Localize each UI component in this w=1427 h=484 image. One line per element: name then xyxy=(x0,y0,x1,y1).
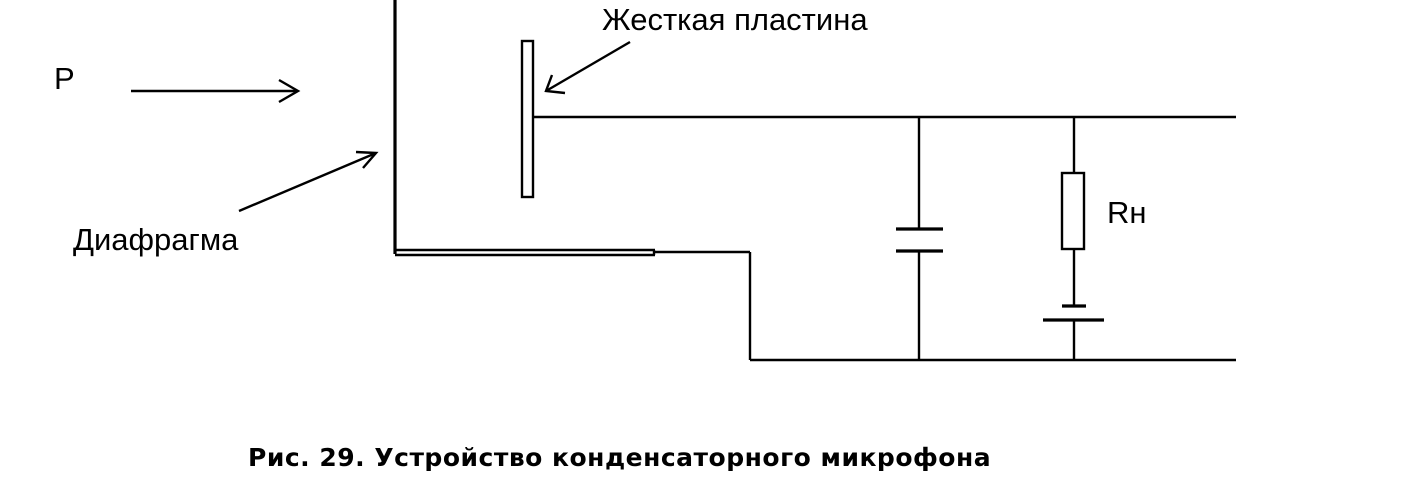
diaphragm-pointer-arrow xyxy=(238,150,379,213)
rigid-plate-label: Жесткая пластина xyxy=(602,2,868,37)
load-resistor-branch xyxy=(1043,117,1104,360)
pressure-label: P xyxy=(54,61,75,96)
bottom-output-wire xyxy=(654,250,1236,362)
diaphragm xyxy=(393,0,656,257)
rigid-plate-pointer-arrow xyxy=(544,40,631,95)
capacitor xyxy=(896,117,943,360)
load-resistor xyxy=(1060,171,1086,251)
load-resistor-label: Rн xyxy=(1107,195,1147,230)
pressure-arrow xyxy=(131,78,301,104)
figure-caption: Рис. 29. Устройство конденсаторного микр… xyxy=(248,443,991,472)
diaphragm-label: Диафрагма xyxy=(73,222,239,257)
rigid-plate xyxy=(520,39,535,199)
